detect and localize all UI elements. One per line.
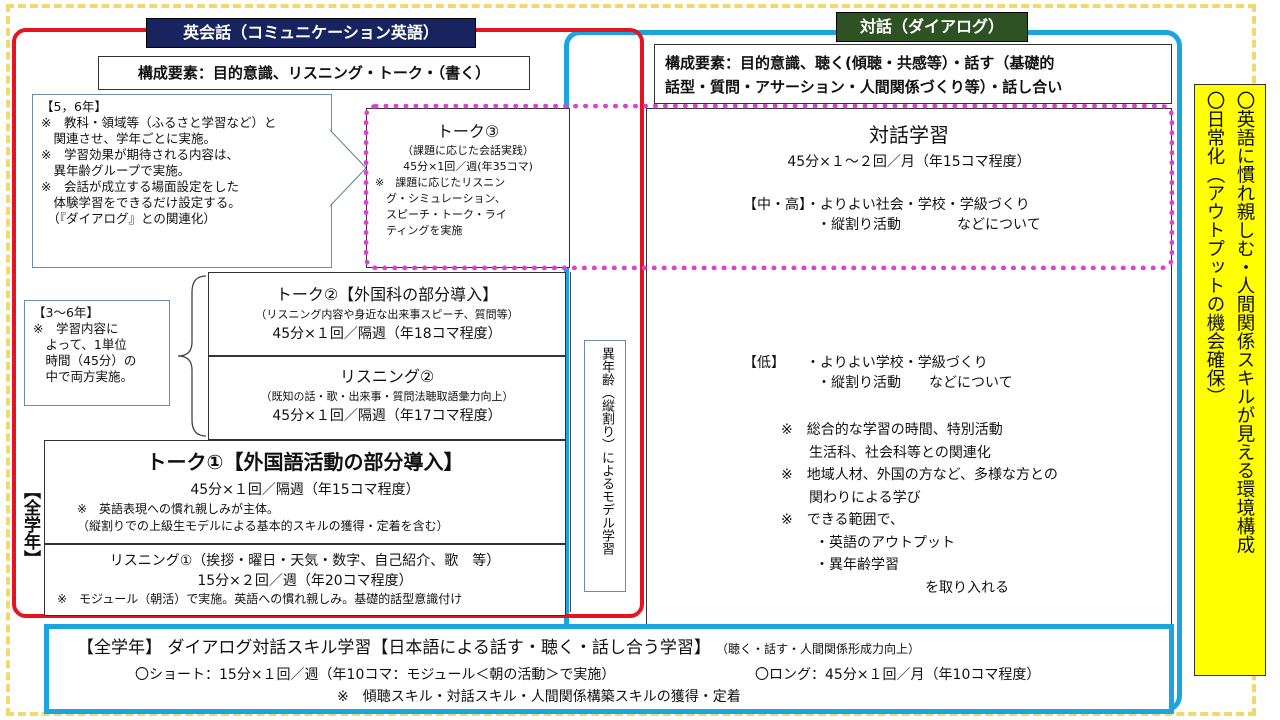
dialogue-low-line: ・縦割り活動 などについて [817,375,1013,391]
note36-line: よって、1単位 [33,337,127,352]
note56-line: ※ 学習効果が期待される内容は、 [41,147,239,162]
all-grades-label: 【全学年】 [20,482,40,567]
listening1-time: 15分×２回／週（年20コマ程度） [197,573,413,589]
note56-line: ※ 教科・領域等（ふるさと学習など）と [41,115,277,130]
dialogue-low-line: 【低】 ・よりよい学校・学級づくり [743,355,988,371]
note36-line: 中で両方実施。 [33,369,134,384]
talk2-title: トーク②【外国科の部分導入】 [275,285,499,304]
talk2-time: 45分×１回／隔週（年18コマ程度） [272,326,502,342]
dialogue-elements-line: 構成要素：目的意識、聴く(傾聴・共感等）・話す（基礎的 [665,54,1055,72]
listening2-box: リスニング② （既知の話・歌・出来事・質問法聴取語彙力向上） 45分×１回／隔週… [208,356,566,440]
talk3-line: ※ 課題に応じたリスニン [375,176,506,189]
dialogue-study-box: 対話学習 45分×１～２回／月（年15コマ程度） 【中・高】・よりよい社会・学校… [646,108,1172,628]
bottom-skill-box: 【全学年】 ダイアログ対話スキル学習【日本語による話す・聴く・話し合う学習】 （… [44,624,1174,714]
dialogue-study-time: 45分×１～２回／月（年15コマ程度） [787,154,1031,170]
dialogue-note-line: ※ できる範囲で、 [781,512,904,528]
dialogue-high-line: ・縦割り活動 などについて [817,217,1041,233]
dialogue-low: 【低】 ・よりよい学校・学級づくり ・縦割り活動 などについて [743,353,1013,393]
talk1-line: （縦割りでの上級生モデルによる基本的スキルの獲得・定着を含む） [77,519,449,533]
dialogue-note-line: 生活科、社会科等との関連化 [809,444,991,461]
bottom-short: 〇ショート：15分×１回／週（年10コマ：モジュール＜朝の活動＞で実施） [135,667,616,683]
bottom-long: 〇ロング：45分×１回／月（年10コマ程度） [755,667,1041,683]
note56-line: （『ダイアログ』との関連化） [41,211,216,226]
dialogue-note-line: を取り入れる [925,579,1009,596]
note-grade-5-6: 【5，6年】 ※ 教科・領域等（ふるさと学習など）と 関連させ、学年ごとに実施。… [32,94,332,268]
note56-line: 関連させ、学年ごとに実施。 [41,131,217,146]
talk3-title: トーク③ [436,122,500,141]
dialogue-title-tag: 対話（ダイアログ） [836,12,1028,42]
side-line: 〇英語に慣れ親しむ・人間関係スキルが見える環境構成 [1234,91,1255,554]
bottom-title-row: 【全学年】 ダイアログ対話スキル学習【日本語による話す・聴く・話し合う学習】 （… [77,635,920,661]
highlight-dotted-frame [364,104,1174,270]
note36-line: ※ 学習内容に [33,321,119,336]
note56-line: 【5，6年】 [41,99,107,114]
dialogue-elements-line: 話型・質問・アサーション・人間関係づくり等）・話し合い [665,78,1063,96]
listening1-note: ※ モジュール（朝活）で実施。英語への慣れ親しみ。基礎的話型意識付け [57,592,463,606]
dialogue-note-line: ・異年齢学習 [815,557,899,573]
note56-line: 体験学習をできるだけ設定する。 [41,195,241,210]
listening1-title: リスニング①（挨拶・曜日・天気・数字、自己紹介、歌 等） [109,553,501,569]
dialogue-high: 【中・高】・よりよい社会・学校・学級づくり ・縦割り活動 などについて [743,195,1041,235]
listening2-title: リスニング② [339,367,435,386]
talk3-line: グ・シミュレーション、 [375,192,506,205]
note56-line: ※ 会話が成立する場面設定をした [41,179,239,194]
bottom-note: ※ 傾聴スキル・対話スキル・人間関係構築スキルの獲得・定着 [337,689,741,705]
talk1-title: トーク①【外国語活動の部分導入】 [146,450,464,474]
listening2-time: 45分×１回／隔週（年17コマ程度） [272,408,502,424]
note36-line: 時間（45分）の [33,353,137,368]
listening1-box: リスニング①（挨拶・曜日・天気・数字、自己紹介、歌 等） 15分×２回／週（年2… [44,544,566,616]
model-connector-line [570,272,571,612]
note36-line: 【3～6年】 [33,305,99,320]
note56-line: 異年齢グループで実施。 [41,163,191,178]
dialogue-note-line: ・英語のアウトプット [815,534,955,551]
model-learning-box: 異年齢（縦割り）によるモデル学習 [584,340,626,592]
dialogue-study-title: 対話学習 [869,123,949,147]
talk3-line: ティングを実施 [375,224,463,237]
talk2-sub: （リスニング内容や身近な出来事スピーチ、質問等） [255,308,519,321]
talk1-time: 45分×１回／隔週（年15コマ程度） [190,482,420,498]
talk3-line: （課題に応じた会話実践） [402,144,534,157]
bottom-title: 【全学年】 ダイアログ対話スキル学習【日本語による話す・聴く・話し合う学習】 [77,638,711,658]
brace-icon [177,275,207,437]
dialogue-note-line: ※ 総合的な学習の時間、特別活動 [781,422,1003,438]
side-environment-box: 〇英語に慣れ親しむ・人間関係スキルが見える環境構成 〇日常化（アウトプットの機会… [1194,84,1266,676]
side-line: 〇日常化（アウトプットの機会確保） [1204,91,1225,406]
dialogue-notes: ※ 総合的な学習の時間、特別活動 生活科、社会科等との関連化 ※ 地域人材、外国… [781,419,1058,599]
talk1-line: ※ 英語表現への慣れ親しみが主体。 [77,502,280,516]
talk1-box: トーク①【外国語活動の部分導入】 45分×１回／隔週（年15コマ程度） ※ 英語… [44,440,566,544]
talk3-box: トーク③ （課題に応じた会話実践） 45分×1回／週(年35コマ) ※ 課題に応… [366,108,570,268]
dialogue-note-line: ※ 地域人材、外国の方など、多様な方との [781,467,1058,483]
english-title-tag: 英会話（コミュニケーション英語） [146,18,476,48]
dialogue-elements: 構成要素：目的意識、聴く(傾聴・共感等）・話す（基礎的 話型・質問・アサーション… [654,44,1172,104]
talk2-box: トーク②【外国科の部分導入】 （リスニング内容や身近な出来事スピーチ、質問等） … [208,272,566,356]
talk3-line: 45分×1回／週(年35コマ) [403,160,533,173]
note-grade-3-6: 【3～6年】 ※ 学習内容に よって、1単位 時間（45分）の 中で両方実施。 [24,300,170,406]
bottom-title-sub: （聴く・話す・人間関係形成力向上） [716,642,921,656]
dialogue-note-line: 関わりによる学び [809,489,921,506]
talk3-line: スピーチ・トーク・ライ [375,208,507,221]
dialogue-high-line: 【中・高】・よりよい社会・学校・学級づくり [743,197,1030,213]
listening2-sub: （既知の話・歌・出来事・質問法聴取語彙力向上） [260,390,514,403]
english-elements: 構成要素：目的意識、リスニング・トーク・（書く） [98,56,530,90]
